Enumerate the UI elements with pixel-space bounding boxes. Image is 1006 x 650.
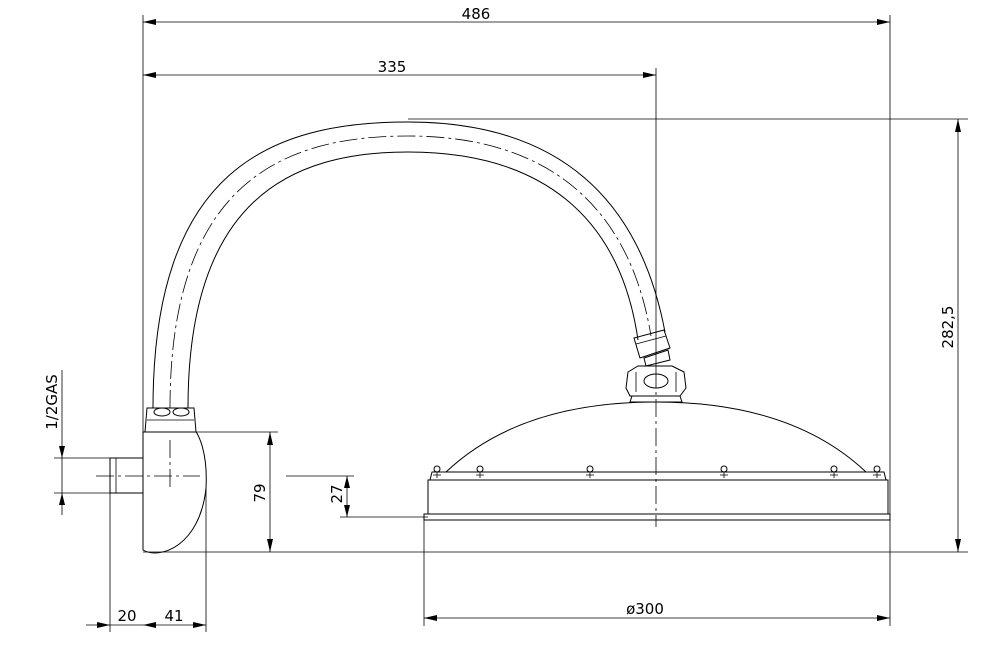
dim-overall-height: 282,5 bbox=[939, 306, 957, 349]
dim-head-diameter-value: 300 bbox=[635, 600, 664, 618]
dim-head-offset: 27 bbox=[328, 484, 346, 503]
dim-flange-height: 79 bbox=[251, 483, 269, 502]
diameter-symbol: ø bbox=[626, 600, 635, 618]
dim-overall-width: 486 bbox=[462, 5, 491, 23]
shower-head bbox=[423, 370, 891, 527]
dim-inlet-length: 20 bbox=[117, 607, 136, 625]
head-screws bbox=[433, 465, 881, 478]
arm-centerline bbox=[169, 135, 652, 409]
wall-flange bbox=[96, 407, 207, 554]
dim-thread-size: 1/2GAS bbox=[43, 374, 61, 430]
dim-arm-reach: 335 bbox=[378, 58, 407, 76]
dimension-lines bbox=[54, 15, 968, 632]
dimension-labels: 486 335 282,5 1/2GAS 79 27 ø300 20 41 bbox=[43, 5, 957, 625]
shower-arm bbox=[152, 121, 666, 409]
dim-flange-depth: 41 bbox=[164, 607, 183, 625]
dim-head-diameter: ø300 bbox=[626, 600, 664, 618]
